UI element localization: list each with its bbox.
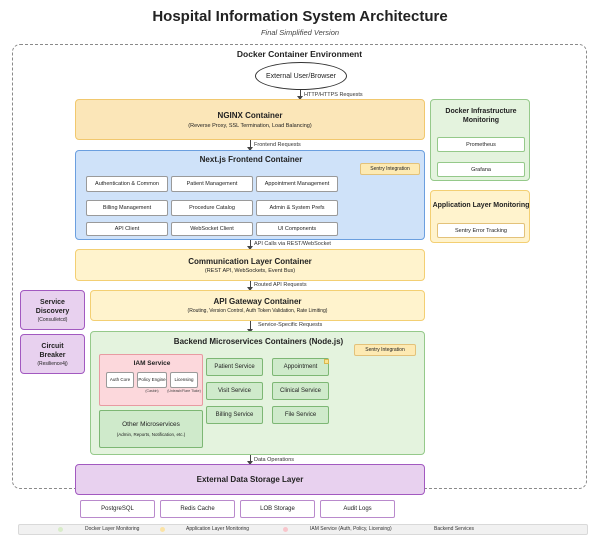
docker-environment-label: Docker Container Environment [236,49,363,59]
nginx-container: NGINX Container (Reverse Proxy, SSL Term… [75,99,425,140]
frontend-module: UI Components [256,222,338,236]
circuit-breaker-subtitle: (Resilience4j) [37,360,68,367]
service-patient: Patient Service [206,358,263,376]
edge-frontend-communication [250,240,251,247]
backend-sentry-badge: Sentry Integration [354,344,416,356]
edge-nginx-frontend [250,140,251,148]
frontend-module: Billing Management [86,200,168,216]
diagram-subtitle: Final Simplified Version [260,28,340,37]
other-microservices-title: Other Microservices [122,421,180,428]
iam-part-note: (Casbin) [145,389,159,393]
edge-label-api-calls: API Calls via REST/WebSocket [254,241,331,247]
app-monitoring-title: Application Layer Monitoring [432,201,530,209]
edge-backend-storage [250,455,251,462]
iam-part-policy-engine: Policy Engine [137,372,167,388]
service-file: File Service [272,406,329,424]
legend-swatch-iam [283,527,288,532]
edge-frontend-communication-arrow [247,246,253,250]
service-clinical: Clinical Service [272,382,329,400]
edge-label-http: HTTP/HTTPS Requests [304,92,363,98]
legend-bar [18,524,588,535]
circuit-breaker-title: Circuit Breaker [39,342,66,359]
monitoring-item-grafana: Grafana [437,162,525,177]
storage-postgresql: PostgreSQL [80,500,155,518]
service-visit: Visit Service [206,382,263,400]
service-billing: Billing Service [206,406,263,424]
legend-label-backend: Backend Services [434,526,475,532]
backend-microservices-container: Backend Microservices Containers (Node.j… [90,331,425,455]
diagram-title: Hospital Information System Architecture [152,8,448,25]
docker-monitoring-panel: Docker Infrastructure Monitoring Prometh… [430,99,530,181]
frontend-module: API Client [86,222,168,236]
storage-audit-logs: Audit Logs [320,500,395,518]
nginx-subtitle: (Reverse Proxy, SSL Termination, Load Ba… [188,122,312,129]
frontend-container: Next.js Frontend Container Sentry Integr… [75,150,425,240]
edge-label-frontend: Frontend Requests [254,142,301,148]
communication-layer-container: Communication Layer Container (REST API,… [75,249,425,281]
iam-part-label: Policy Engine [138,377,166,383]
legend-swatch-docker [58,527,63,532]
legend-label-iam: IAM Service (Auth, Policy, Licensing) [310,526,392,532]
frontend-module: Appointment Management [256,176,338,192]
frontend-module: Admin & System Prefs [256,200,338,216]
service-discovery-title: Service Discovery [35,298,70,315]
communication-subtitle: (REST API, WebSockets, Event Bus) [204,267,296,274]
legend-swatch-backend [413,527,418,532]
edge-communication-gateway [250,281,251,288]
iam-part-label: Auth Core [109,377,131,383]
docker-monitoring-title: Docker Infrastructure Monitoring [445,108,517,124]
frontend-module: WebSocket Client [171,222,253,236]
nginx-title: NGINX Container [217,110,283,120]
frontend-module: Authentication & Common [86,176,168,192]
storage-lob-storage: LOB Storage [240,500,315,518]
other-microservices-subtitle: (Admin, Reports, Notification, etc.) [116,432,186,437]
communication-title: Communication Layer Container [188,256,312,266]
frontend-module: Patient Management [171,176,253,192]
legend-label-app: Application Layer Monitoring [186,526,250,532]
legend-label-docker: Docker Layer Monitoring [85,526,140,532]
api-gateway-container: API Gateway Container (Routing, Version … [90,290,425,321]
edge-label-data-ops: Data Operations [254,457,295,463]
frontend-title: Next.js Frontend Container [199,155,303,164]
monitoring-item-sentry: Sentry Error Tracking [437,223,525,238]
frontend-module: Procedure Catalog [171,200,253,216]
edge-communication-gateway-arrow [247,287,253,291]
edge-label-routed: Routed API Requests [254,282,307,288]
legend-swatch-app [160,527,165,532]
iam-part-label: Licensing [174,377,194,383]
sentry-marker-icon [324,359,329,364]
iam-part-licensing: Licensing [170,372,198,388]
other-microservices-panel: Other Microservices (Admin, Reports, Not… [99,410,203,448]
edge-nginx-frontend-arrow [247,147,253,151]
iam-service-title: IAM Service [133,360,171,367]
storage-layer-container: External Data Storage Layer [75,464,425,495]
edge-label-service-specific: Service-Specific Requests [258,322,323,328]
iam-part-auth-core: Auth Core [106,372,134,388]
service-appointment: Appointment [272,358,329,376]
external-user-node: External User/Browser [255,62,347,90]
edge-user-nginx [300,90,301,97]
app-monitoring-panel: Application Layer Monitoring Sentry Erro… [430,190,530,243]
service-discovery-panel: Service Discovery (Consul/etcd) [20,290,85,330]
frontend-sentry-badge: Sentry Integration [360,163,420,175]
edge-backend-storage-arrow [247,461,253,465]
monitoring-item-prometheus: Prometheus [437,137,525,152]
circuit-breaker-panel: Circuit Breaker (Resilience4j) [20,334,85,374]
edge-gateway-backend [250,321,251,330]
backend-title: Backend Microservices Containers (Node.j… [173,337,344,346]
storage-redis-cache: Redis Cache [160,500,235,518]
service-discovery-subtitle: (Consul/etcd) [37,316,68,323]
iam-service-panel: IAM Service Auth Core Policy Engine (Cas… [99,354,203,406]
edge-user-nginx-arrow [297,96,303,100]
iam-part-note: (Unleash/Flare Tlake) [167,389,201,393]
api-gateway-subtitle: (Routing, Version Control, Auth Token Va… [187,308,328,314]
api-gateway-title: API Gateway Container [213,297,302,306]
